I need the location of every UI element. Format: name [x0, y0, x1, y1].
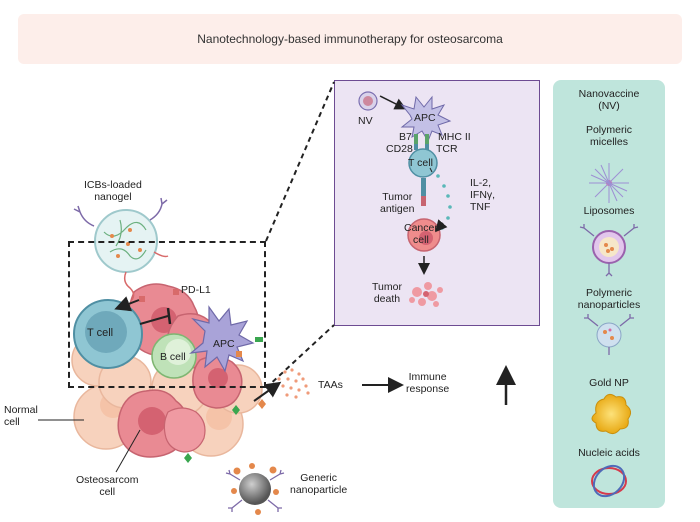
osteosarcoma-label: Osteosarcom cell	[76, 474, 139, 498]
t-cell-mech	[408, 148, 438, 178]
tumor-death-fragments	[409, 282, 443, 307]
nanogel-to-tcell-arrow	[114, 296, 140, 312]
receptor	[184, 453, 192, 463]
mechanism-art	[358, 91, 452, 307]
generic-nanoparticle-label: Generic nanoparticle	[290, 472, 348, 496]
osteosarcoma-nucleus	[208, 368, 228, 388]
nv-item-gold-np: Gold NP	[589, 377, 629, 389]
receptor	[232, 405, 240, 415]
cancer-cell-label: Cancer cell	[404, 222, 438, 246]
cd28-label: CD28	[386, 143, 413, 155]
nucleic-acid-icon	[591, 464, 627, 498]
zoom-line-top	[265, 81, 335, 242]
generic-nanoparticle-core	[239, 473, 271, 505]
header-banner: Nanotechnology-based immunotherapy for o…	[18, 14, 682, 64]
nanovaccine-panel	[553, 80, 665, 508]
pd1-inhibition-bar	[166, 307, 172, 325]
pdl1-receptor	[173, 289, 179, 295]
tcr-label: TCR	[436, 143, 458, 155]
nv-item-liposomes: Liposomes	[583, 205, 635, 217]
normal-cell-nucleus	[206, 404, 232, 430]
cytokines-label: IL-2, IFNγ, TNF	[470, 177, 496, 213]
liposome-icon	[579, 224, 639, 277]
generic-nanoparticle	[225, 463, 285, 515]
pdl1-label: PD-L1	[181, 284, 211, 296]
polymeric-nanoparticle-icon	[584, 314, 634, 355]
normal-cell-label: Normal cell	[4, 404, 38, 428]
page-title: Nanotechnology-based immunotherapy for o…	[197, 32, 503, 46]
nv-to-apc-arrow	[379, 95, 407, 110]
taas-release-arrow	[253, 381, 282, 402]
nv-label: NV	[358, 115, 373, 127]
receptor	[236, 351, 242, 357]
osteosarcoma-pointer	[115, 429, 141, 473]
osteosarcoma-nucleus	[138, 407, 166, 435]
apc-cell-mech	[400, 95, 452, 143]
nanogel-label: ICBs-loaded nanogel	[84, 179, 142, 203]
tcell-mech-label: T cell	[408, 157, 433, 169]
nv-item-polymeric-np: Polymeric nanoparticles	[577, 287, 641, 311]
b7-label: B7	[399, 131, 412, 143]
taas-dots	[277, 368, 310, 399]
t-cell-nucleus	[85, 311, 127, 353]
cytokine-arrow	[435, 219, 448, 233]
immune-response-label: Immune response	[406, 371, 450, 395]
nv-item-micelles: Polymeric micelles	[585, 124, 633, 148]
tumor-mass	[71, 283, 266, 463]
receptor	[255, 337, 263, 342]
apc-label: APC	[213, 338, 235, 350]
osteosarcoma-cell	[163, 407, 206, 453]
tumor-antigen-label: Tumor antigen	[380, 191, 415, 215]
apc-mech-label: APC	[414, 112, 436, 124]
bcell-label: B cell	[160, 351, 186, 363]
mhc-label: MHC II	[438, 131, 471, 143]
nanovaccine-title: Nanovaccine (NV)	[578, 88, 640, 112]
micelle-icon	[589, 163, 629, 203]
pd1-inhibition-line	[139, 315, 169, 325]
cytokine-dots	[436, 174, 452, 230]
b-cell-nucleus	[165, 339, 191, 365]
receptor	[139, 296, 145, 302]
zoom-region	[68, 241, 266, 388]
taas-label: TAAs	[318, 379, 343, 391]
tcell-label: T cell	[87, 327, 114, 339]
zoom-line-bottom	[265, 324, 335, 389]
receptor	[258, 399, 266, 409]
tumor-death-label: Tumor death	[372, 281, 402, 305]
gold-np-icon	[591, 393, 632, 435]
nv-item-nucleic-acids: Nucleic acids	[578, 447, 640, 459]
